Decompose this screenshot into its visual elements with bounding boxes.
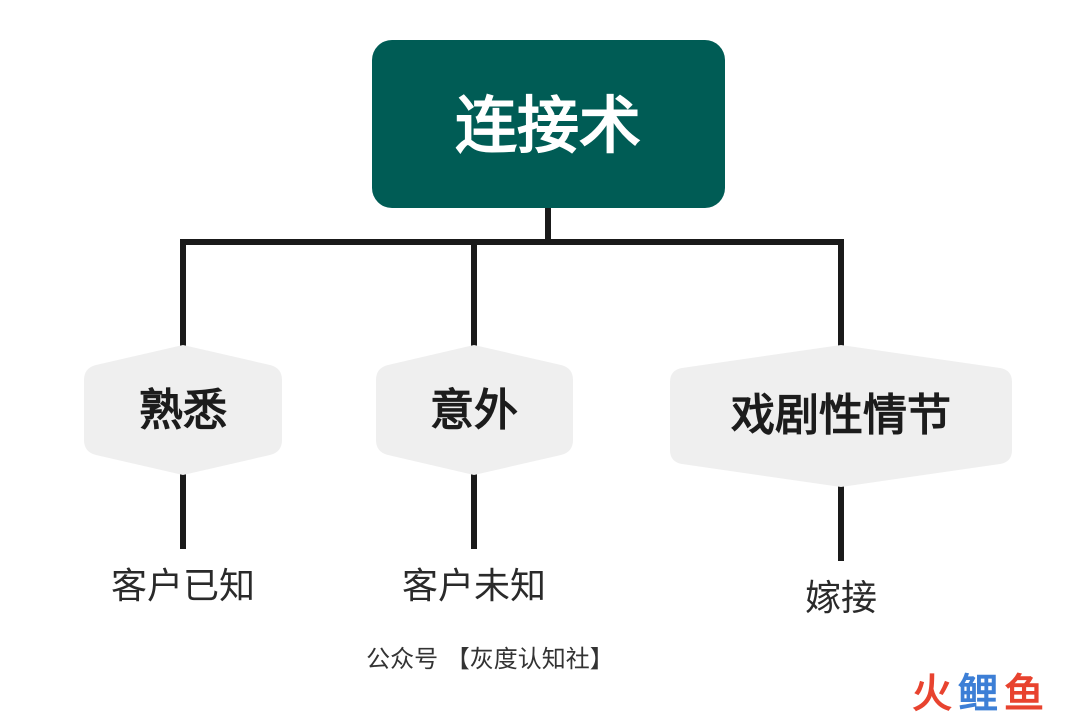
watermark-logo: 火 鲤 鱼 [912,671,1044,717]
child-node-label: 戏剧性情节 [731,390,951,441]
leaf-label-2: 客户未知 [402,566,546,607]
child-node-drama: 戏剧性情节 [670,345,1012,487]
footer-caption: 公众号 【灰度认知社】 [366,645,614,673]
leaf-label-3: 嫁接 [805,578,877,619]
root-node: 连接术 [372,40,725,208]
child-node-label: 意外 [430,385,518,436]
watermark-char-1: 火 [912,671,952,717]
child-node-surprise: 意外 [376,345,573,475]
child-node-label: 熟悉 [139,385,227,436]
child-node-shape [670,345,1012,487]
child-node-shape [84,345,282,475]
connectors [180,205,844,561]
root-node-label: 连接术 [455,89,641,162]
watermark-char-3: 鱼 [1004,671,1044,717]
watermark-char-2: 鲤 [958,671,998,717]
child-node-familiar: 熟悉 [84,345,282,475]
child-node-shape [376,345,573,475]
leaf-label-1: 客户已知 [111,566,255,607]
root-node-box [372,40,725,208]
